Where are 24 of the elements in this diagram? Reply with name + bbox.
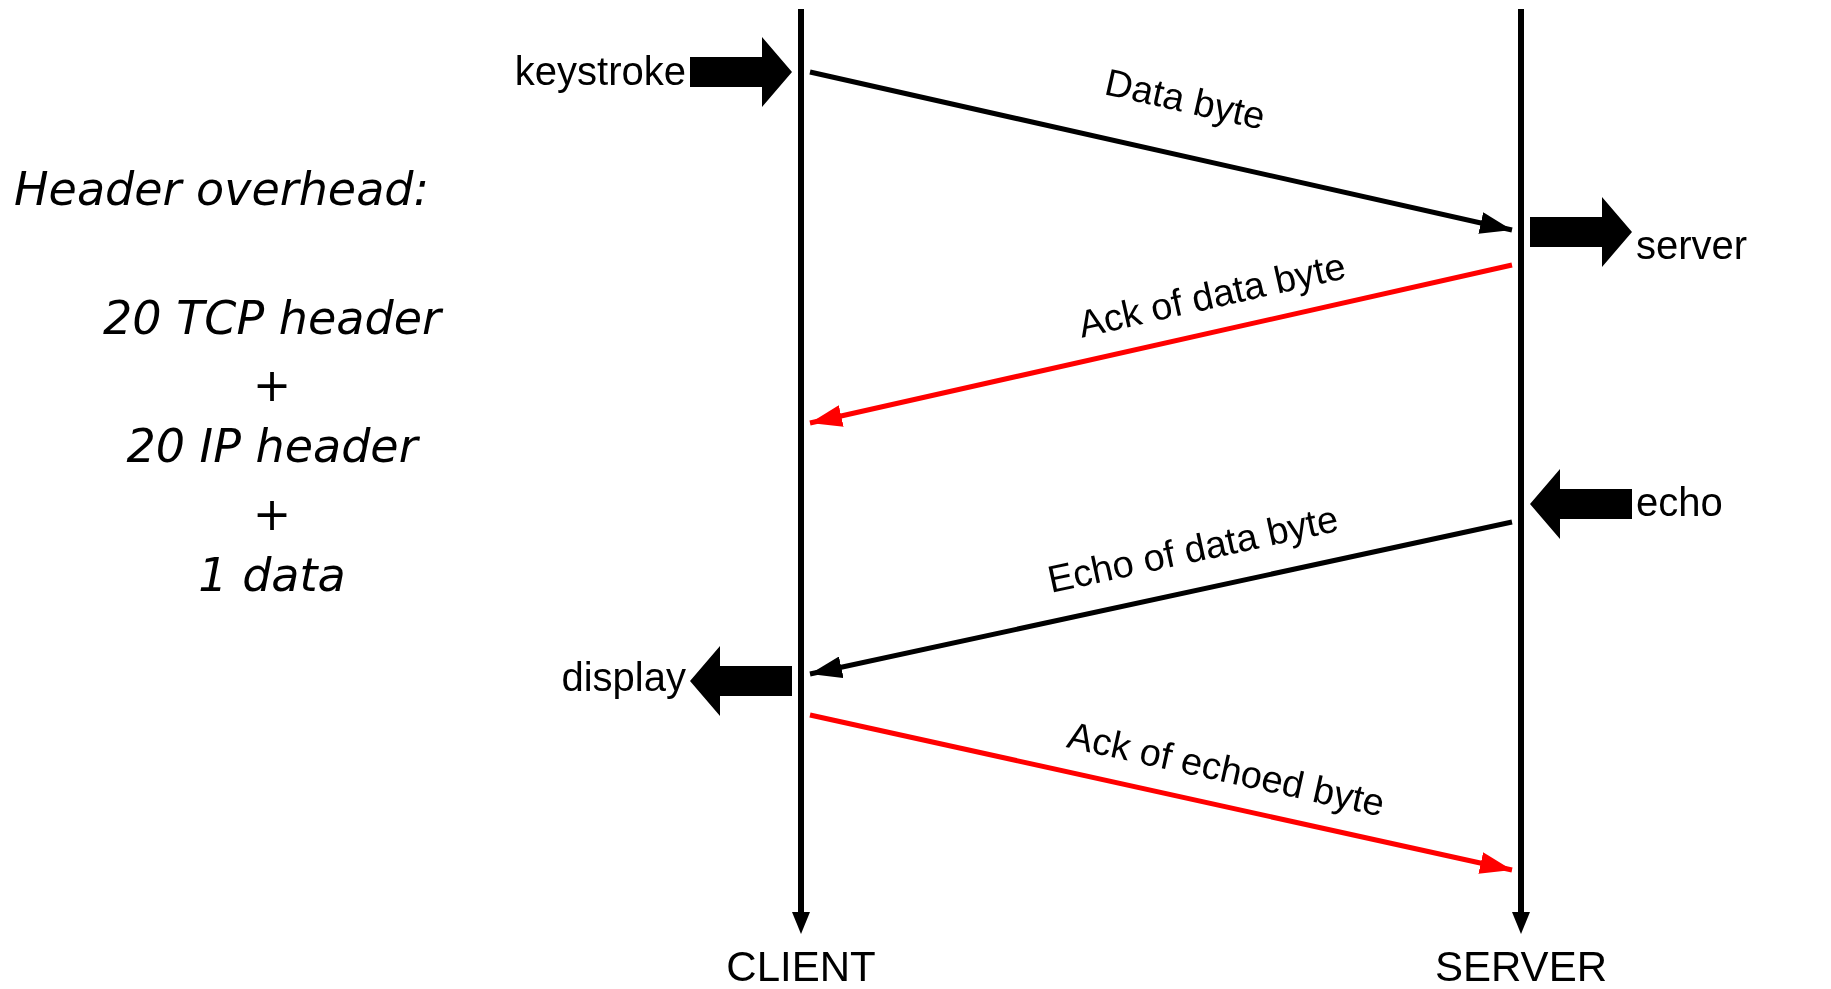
block-arrow bbox=[1530, 469, 1632, 539]
edge-label: Data byte bbox=[1101, 61, 1269, 139]
event-text: echo bbox=[1636, 480, 1723, 524]
message-arrow bbox=[809, 712, 1513, 874]
block-arrow bbox=[690, 646, 792, 716]
message-arrow bbox=[809, 262, 1513, 427]
note-line: 1 data bbox=[198, 549, 346, 601]
edge-label: Echo of data byte bbox=[1044, 498, 1342, 602]
event-text: server bbox=[1636, 223, 1748, 267]
note-heading: Header overhead: bbox=[14, 163, 430, 215]
edge-label: Ack of echoed byte bbox=[1063, 714, 1389, 826]
message-arrow bbox=[809, 69, 1513, 234]
note-line: 20 IP header bbox=[126, 420, 418, 472]
event-text: keystroke bbox=[514, 49, 686, 93]
block-arrow bbox=[1530, 197, 1632, 267]
note-line: + bbox=[252, 359, 292, 411]
lifeline-label: CLIENT bbox=[726, 944, 876, 989]
edge-label: Ack of data byte bbox=[1074, 245, 1350, 347]
note-line: + bbox=[252, 488, 292, 540]
note-line: 20 TCP header bbox=[103, 292, 441, 344]
lifeline-label: SERVER bbox=[1435, 944, 1607, 989]
block-arrow bbox=[690, 37, 792, 107]
message-arrow bbox=[809, 519, 1513, 678]
event-text: display bbox=[561, 655, 686, 699]
